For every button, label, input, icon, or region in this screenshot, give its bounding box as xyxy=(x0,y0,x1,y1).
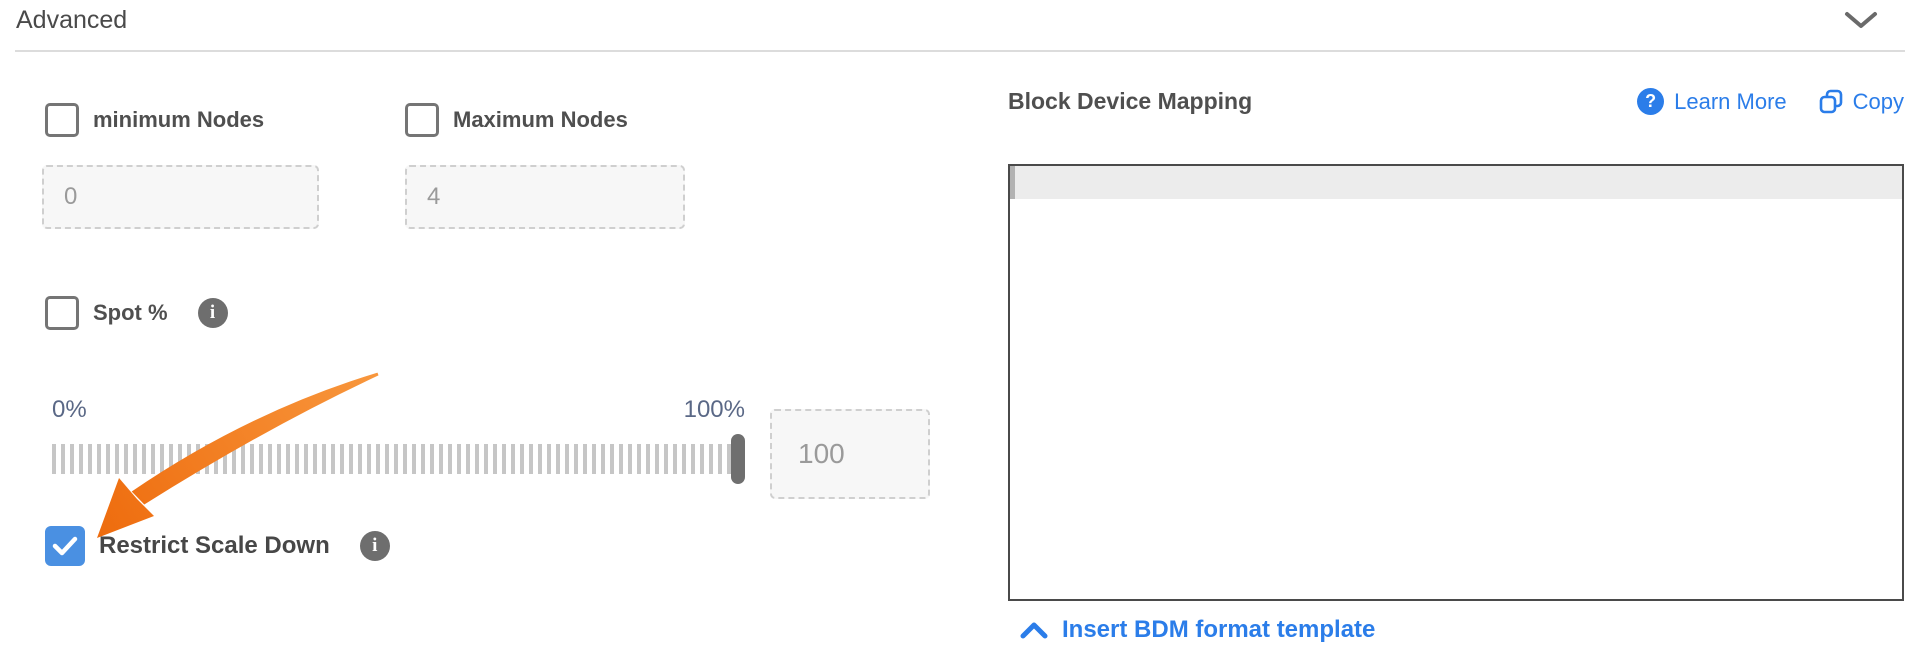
restrict-scale-down-label: Restrict Scale Down xyxy=(99,532,330,559)
chevron-up-icon xyxy=(1020,621,1048,639)
section-divider xyxy=(15,50,1905,52)
learn-more-label: Learn More xyxy=(1674,88,1787,114)
minimum-nodes-checkbox[interactable] xyxy=(45,103,79,137)
spot-percentage-slider-handle[interactable] xyxy=(731,434,745,484)
insert-bdm-template-link[interactable]: Insert BDM format template xyxy=(1020,616,1375,644)
restrict-scale-down-row: Restrict Scale Down i xyxy=(45,526,390,566)
slider-labels: 0% 100% xyxy=(52,396,745,424)
page-title: Advanced xyxy=(16,6,128,34)
bdm-title: Block Device Mapping xyxy=(1008,88,1253,114)
checkmark-icon xyxy=(52,536,78,556)
editor-active-line xyxy=(1010,166,1902,199)
maximum-nodes-label: Maximum Nodes xyxy=(453,107,628,132)
spot-percentage-row: Spot % i xyxy=(45,296,228,330)
slider-max-label: 100% xyxy=(683,396,745,423)
maximum-nodes-checkbox[interactable] xyxy=(405,103,439,137)
spot-percentage-label: Spot % xyxy=(93,300,168,325)
text-caret xyxy=(1010,166,1015,199)
chevron-down-icon xyxy=(1844,10,1878,30)
info-icon[interactable]: i xyxy=(197,298,228,328)
spot-percentage-checkbox[interactable] xyxy=(45,296,79,330)
insert-bdm-template-label: Insert BDM format template xyxy=(1062,616,1376,643)
copy-label: Copy xyxy=(1852,88,1904,114)
maximum-nodes-input[interactable] xyxy=(405,165,685,229)
minimum-nodes-row: minimum Nodes xyxy=(45,103,264,137)
minimum-nodes-label: minimum Nodes xyxy=(93,107,265,132)
spot-percentage-input[interactable] xyxy=(770,409,930,499)
bdm-header: Block Device Mapping ? Learn More Copy xyxy=(1008,88,1904,115)
copy-button[interactable]: Copy xyxy=(1819,89,1904,115)
slider-min-label: 0% xyxy=(52,396,87,423)
info-icon[interactable]: i xyxy=(359,531,390,561)
maximum-nodes-row: Maximum Nodes xyxy=(405,103,628,137)
bdm-editor[interactable] xyxy=(1008,164,1904,601)
restrict-scale-down-checkbox[interactable] xyxy=(45,526,85,566)
spot-percentage-slider-track[interactable] xyxy=(52,444,745,474)
learn-more-link[interactable]: ? Learn More xyxy=(1637,88,1787,115)
help-icon: ? xyxy=(1637,88,1665,115)
collapse-section-button[interactable] xyxy=(1844,10,1878,30)
minimum-nodes-input[interactable] xyxy=(42,165,319,229)
copy-icon xyxy=(1819,89,1843,115)
